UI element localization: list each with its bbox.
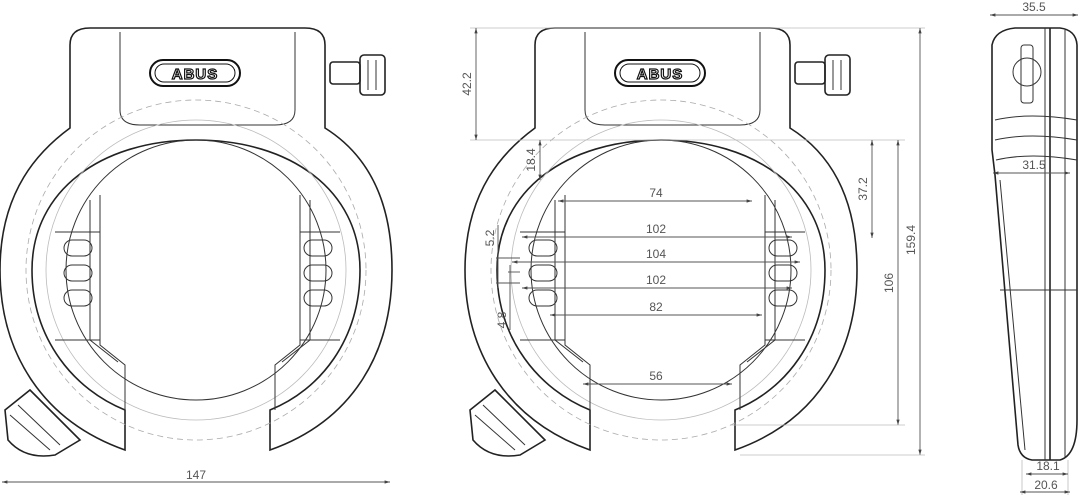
inner-82-label: 82 [649, 300, 663, 314]
inner-104-label: 104 [646, 247, 666, 261]
abus-logo: ABUS [637, 66, 684, 83]
abus-logo: ABUS [172, 66, 219, 83]
total-height-label: 159.4 [904, 225, 918, 255]
width-label: 147 [186, 468, 206, 482]
opening-56-label: 56 [649, 369, 663, 383]
top-width-label: 35.5 [1022, 0, 1046, 14]
inner-102-bottom-label: 102 [646, 273, 666, 287]
mid-width-label: 31.5 [1022, 158, 1046, 172]
side-view: 35.5 31.5 18.1 20.6 [990, 0, 1078, 495]
bottom-inner-label: 18.1 [1036, 459, 1060, 473]
inner-74-label: 74 [649, 186, 663, 200]
inner-102-top-label: 102 [646, 222, 666, 236]
upper-offset-label: 18.4 [524, 148, 538, 172]
slot-5-2-label: 5.2 [483, 229, 497, 246]
bottom-outer-label: 20.6 [1034, 478, 1058, 492]
height-106-label: 106 [882, 273, 896, 293]
slot-4-8-label: 4.8 [495, 311, 509, 328]
dimension-view: ABUS 42.2 18.4 37.2 106 159.4 74 102 104… [460, 27, 925, 457]
front-view: ABUS 147 [0, 27, 393, 484]
mount-offset-label: 37.2 [856, 177, 870, 201]
housing-height-label: 42.2 [460, 72, 474, 96]
